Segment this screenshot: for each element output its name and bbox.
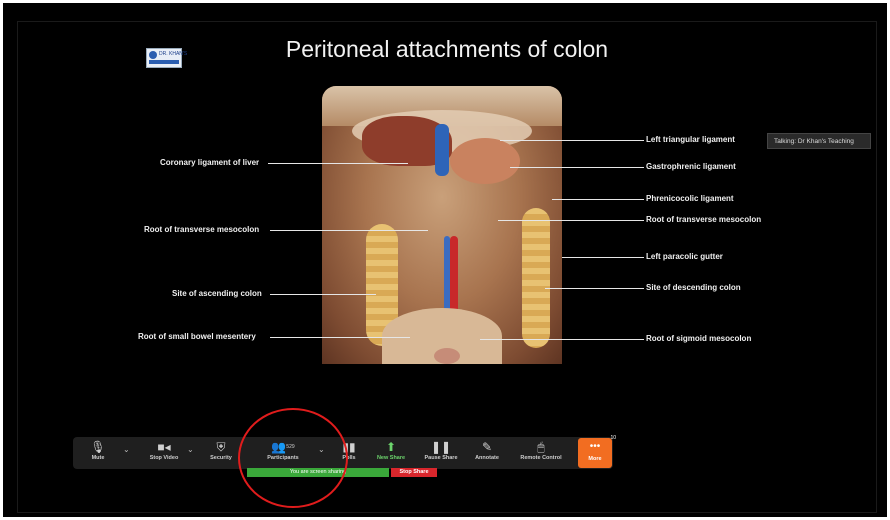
pen-icon: ✎ <box>467 437 507 455</box>
more-badge: 10 <box>610 435 616 441</box>
security-button[interactable]: ⛨ Security <box>201 437 241 469</box>
talking-indicator: Talking: Dr Khan's Teaching <box>767 133 871 149</box>
label-gastrophrenic-ligament: Gastrophrenic ligament <box>646 162 736 171</box>
anatomy-illustration <box>322 86 562 364</box>
label-site-descending-colon: Site of descending colon <box>646 283 741 292</box>
label-coronary-ligament: Coronary ligament of liver <box>160 158 259 167</box>
stop-share-button[interactable]: Stop Share <box>391 468 437 477</box>
label-phrenicocolic-ligament: Phrenicocolic ligament <box>646 194 734 203</box>
stomach-shape <box>450 138 520 184</box>
pause-icon: ❚❚ <box>419 437 463 455</box>
annotate-button[interactable]: ✎ Annotate <box>467 437 507 469</box>
label-root-transverse-mesocolon-left: Root of transverse mesocolon <box>144 225 259 234</box>
stop-video-button[interactable]: ■◂ Stop Video <box>139 437 189 469</box>
label-site-ascending-colon: Site of ascending colon <box>172 289 262 298</box>
label-root-transverse-mesocolon-right: Root of transverse mesocolon <box>646 215 761 224</box>
label-left-paracolic-gutter: Left paracolic gutter <box>646 252 723 261</box>
label-left-triangular-ligament: Left triangular ligament <box>646 135 735 144</box>
label-root-small-bowel-mesentery: Root of small bowel mesentery <box>138 332 256 341</box>
descending-colon-shape <box>522 208 550 348</box>
remote-control-button[interactable]: 🖱 Remote Control <box>513 437 569 469</box>
mouse-icon: 🖱 <box>513 437 569 455</box>
mute-options-chevron-icon[interactable]: ⌄ <box>123 445 130 454</box>
slide-title: Peritoneal attachments of colon <box>18 36 876 63</box>
annotation-circle <box>238 408 348 508</box>
shield-icon: ⛨ <box>201 437 241 455</box>
pause-share-button[interactable]: ❚❚ Pause Share <box>419 437 463 469</box>
share-screen-icon: ⬆ <box>371 437 411 455</box>
ellipsis-icon: ••• <box>578 438 612 456</box>
new-share-button[interactable]: ⬆ New Share <box>371 437 411 469</box>
mute-button[interactable]: 🎙 Mute <box>83 437 113 469</box>
more-button[interactable]: ••• More 10 <box>578 438 612 468</box>
video-camera-icon: ■◂ <box>139 437 189 455</box>
microphone-icon: 🎙 <box>83 437 113 455</box>
label-root-sigmoid-mesocolon: Root of sigmoid mesocolon <box>646 334 751 343</box>
video-options-chevron-icon[interactable]: ⌄ <box>187 445 194 454</box>
